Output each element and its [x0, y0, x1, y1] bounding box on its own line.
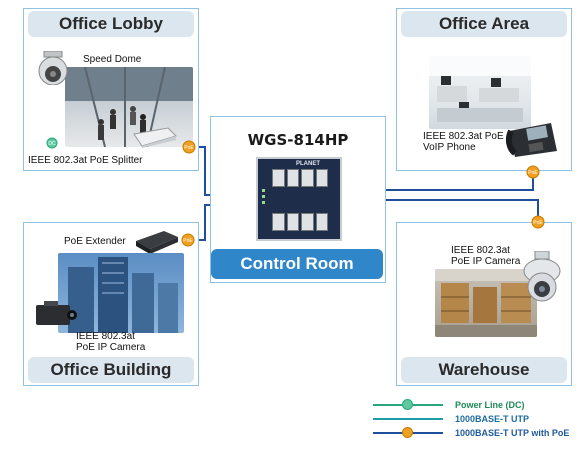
poe-badge-text: PoE — [528, 170, 538, 176]
legend-label: Power Line (DC) — [455, 400, 525, 410]
panel-title: Control Room — [211, 249, 383, 279]
building-scene — [68, 257, 178, 333]
panel-control-room: WGS-814HP PLANET Control Room — [210, 116, 386, 283]
panel-title: Office Lobby — [28, 11, 194, 37]
legend-dot-dc — [402, 399, 413, 410]
panel-office-area: Office Area IEEE 802.3at PoE VoIP Phone — [396, 8, 572, 171]
building-camera-line1: IEEE 802.3at — [76, 331, 135, 342]
ethernet-port — [272, 213, 285, 231]
warehouse-photo — [435, 269, 537, 337]
ethernet-port — [286, 169, 299, 187]
switch-ports-top — [272, 169, 328, 187]
ethernet-port — [315, 213, 328, 231]
speed-dome-camera-icon — [38, 50, 68, 86]
panel-office-building: PoE Extender IEEE 802.3at PoE IP Camera … — [23, 222, 199, 386]
legend-item-utp-poe: 1000BASE-T UTP with PoE — [373, 427, 573, 439]
poe-badge-text: PoE — [533, 220, 543, 226]
lobby-photo — [65, 67, 193, 147]
ethernet-port — [301, 169, 314, 187]
ip-camera-icon — [34, 299, 78, 329]
ptz-dome-camera-icon — [521, 250, 563, 303]
switch-brand: PLANET — [296, 161, 320, 167]
office-photo — [429, 56, 531, 129]
panel-title: Warehouse — [401, 357, 567, 383]
switch-ports-bottom — [272, 213, 328, 231]
switch-model-label: WGS-814HP — [247, 131, 349, 149]
ethernet-port — [286, 213, 299, 231]
warehouse-camera-line1: IEEE 802.3at — [451, 245, 510, 256]
legend-item-utp: 1000BASE-T UTP — [373, 413, 573, 425]
poe-badge-text: PoE — [184, 145, 194, 151]
panel-office-lobby: Office Lobby Speed Dome IEEE 802.3at PoE… — [23, 8, 199, 171]
dc-badge-text: DC — [48, 141, 56, 147]
voip-label-line2: VoIP Phone — [423, 142, 476, 153]
switch-device: PLANET — [256, 157, 342, 241]
poe-badge: PoE — [531, 215, 545, 229]
voip-phone-icon — [505, 113, 559, 159]
status-leds — [262, 189, 268, 211]
building-camera-line2: PoE IP Camera — [76, 342, 146, 353]
panel-title: Office Building — [28, 357, 194, 383]
warehouse-camera-line2: PoE IP Camera — [451, 256, 521, 267]
ethernet-port — [272, 169, 285, 187]
legend-line-utp — [373, 418, 443, 420]
warehouse-scene — [435, 269, 537, 337]
voip-label-line1: IEEE 802.3at PoE — [423, 131, 504, 142]
poe-badge-text: PoE — [183, 238, 193, 244]
dc-badge: DC — [46, 137, 58, 149]
building-photo — [58, 253, 184, 333]
panel-warehouse: IEEE 802.3at PoE IP Camera Warehouse — [396, 222, 572, 386]
poe-badge: PoE — [181, 233, 195, 247]
poe-extender-label: PoE Extender — [64, 236, 126, 247]
poe-splitter-label: IEEE 802.3at PoE Splitter — [28, 155, 143, 166]
speed-dome-label: Speed Dome — [83, 54, 142, 65]
legend-label: 1000BASE-T UTP — [455, 414, 530, 424]
poe-badge: PoE — [526, 165, 540, 179]
legend-label: 1000BASE-T UTP with PoE — [455, 428, 570, 438]
poe-splitter-icon — [132, 126, 178, 148]
ethernet-port — [315, 169, 328, 187]
legend-item-power-line: Power Line (DC) — [373, 399, 573, 411]
ethernet-port — [301, 213, 314, 231]
panel-title: Office Area — [401, 11, 567, 37]
poe-badge: PoE — [182, 140, 196, 154]
legend-dot-poe — [402, 427, 413, 438]
poe-extender-icon — [134, 229, 180, 255]
office-scene — [429, 56, 531, 122]
lobby-scene — [65, 67, 193, 147]
